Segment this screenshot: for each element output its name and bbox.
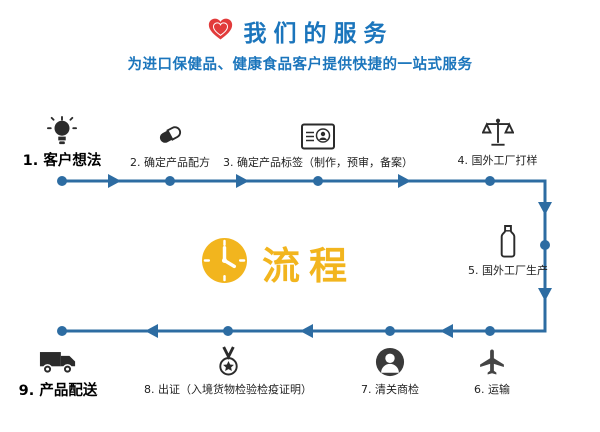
page-title: 我们的服务	[243, 21, 394, 47]
process-logo: 流程	[201, 235, 356, 290]
step-9-delivery: 9. 产品配送	[6, 340, 110, 400]
step-label: 6. 运输	[474, 383, 510, 396]
step-label: 1. 客户想法	[22, 153, 102, 169]
heart-icon	[207, 17, 234, 46]
id-card-icon	[205, 114, 431, 150]
step-3-label-design: 3. 确定产品标签（制作，预审，备案）	[205, 114, 431, 170]
step-label: 8. 出证（入境货物检验检疫证明）	[144, 383, 312, 396]
step-label: 3. 确定产品标签（制作，预审，备案）	[223, 156, 413, 169]
step-label: 7. 清关商检	[361, 383, 419, 396]
step-5-factory-production: 5. 国外工厂生产	[452, 222, 564, 278]
header: 我们的服务	[0, 14, 600, 48]
page-subtitle: 为进口保健品、健康食品客户提供快捷的一站式服务	[127, 57, 473, 73]
process-logo-label: 流程	[262, 244, 357, 288]
step-2-formula: 2. 确定产品配方	[110, 114, 230, 170]
step-1-customer-idea: 1. 客户想法	[10, 110, 114, 170]
customs-officer-icon	[340, 341, 440, 377]
step-4-factory-sample: 4. 国外工厂打样	[435, 112, 560, 168]
step-label: 5. 国外工厂生产	[468, 264, 548, 277]
step-label: 2. 确定产品配方	[130, 156, 210, 169]
step-label: 4. 国外工厂打样	[457, 154, 538, 167]
truck-icon	[6, 340, 110, 376]
bottle-icon	[452, 222, 564, 258]
lightbulb-icon	[10, 110, 114, 146]
step-7-customs-inspection: 7. 清关商检	[340, 341, 440, 397]
step-6-transport: 6. 运输	[442, 341, 542, 397]
scales-icon	[435, 112, 560, 148]
plane-icon	[442, 341, 542, 377]
medal-icon	[120, 341, 336, 377]
step-8-certificate: 8. 出证（入境货物检验检疫证明）	[120, 341, 336, 397]
clock-icon	[201, 237, 248, 288]
capsule-icon	[110, 114, 230, 150]
step-label: 9. 产品配送	[18, 383, 98, 399]
